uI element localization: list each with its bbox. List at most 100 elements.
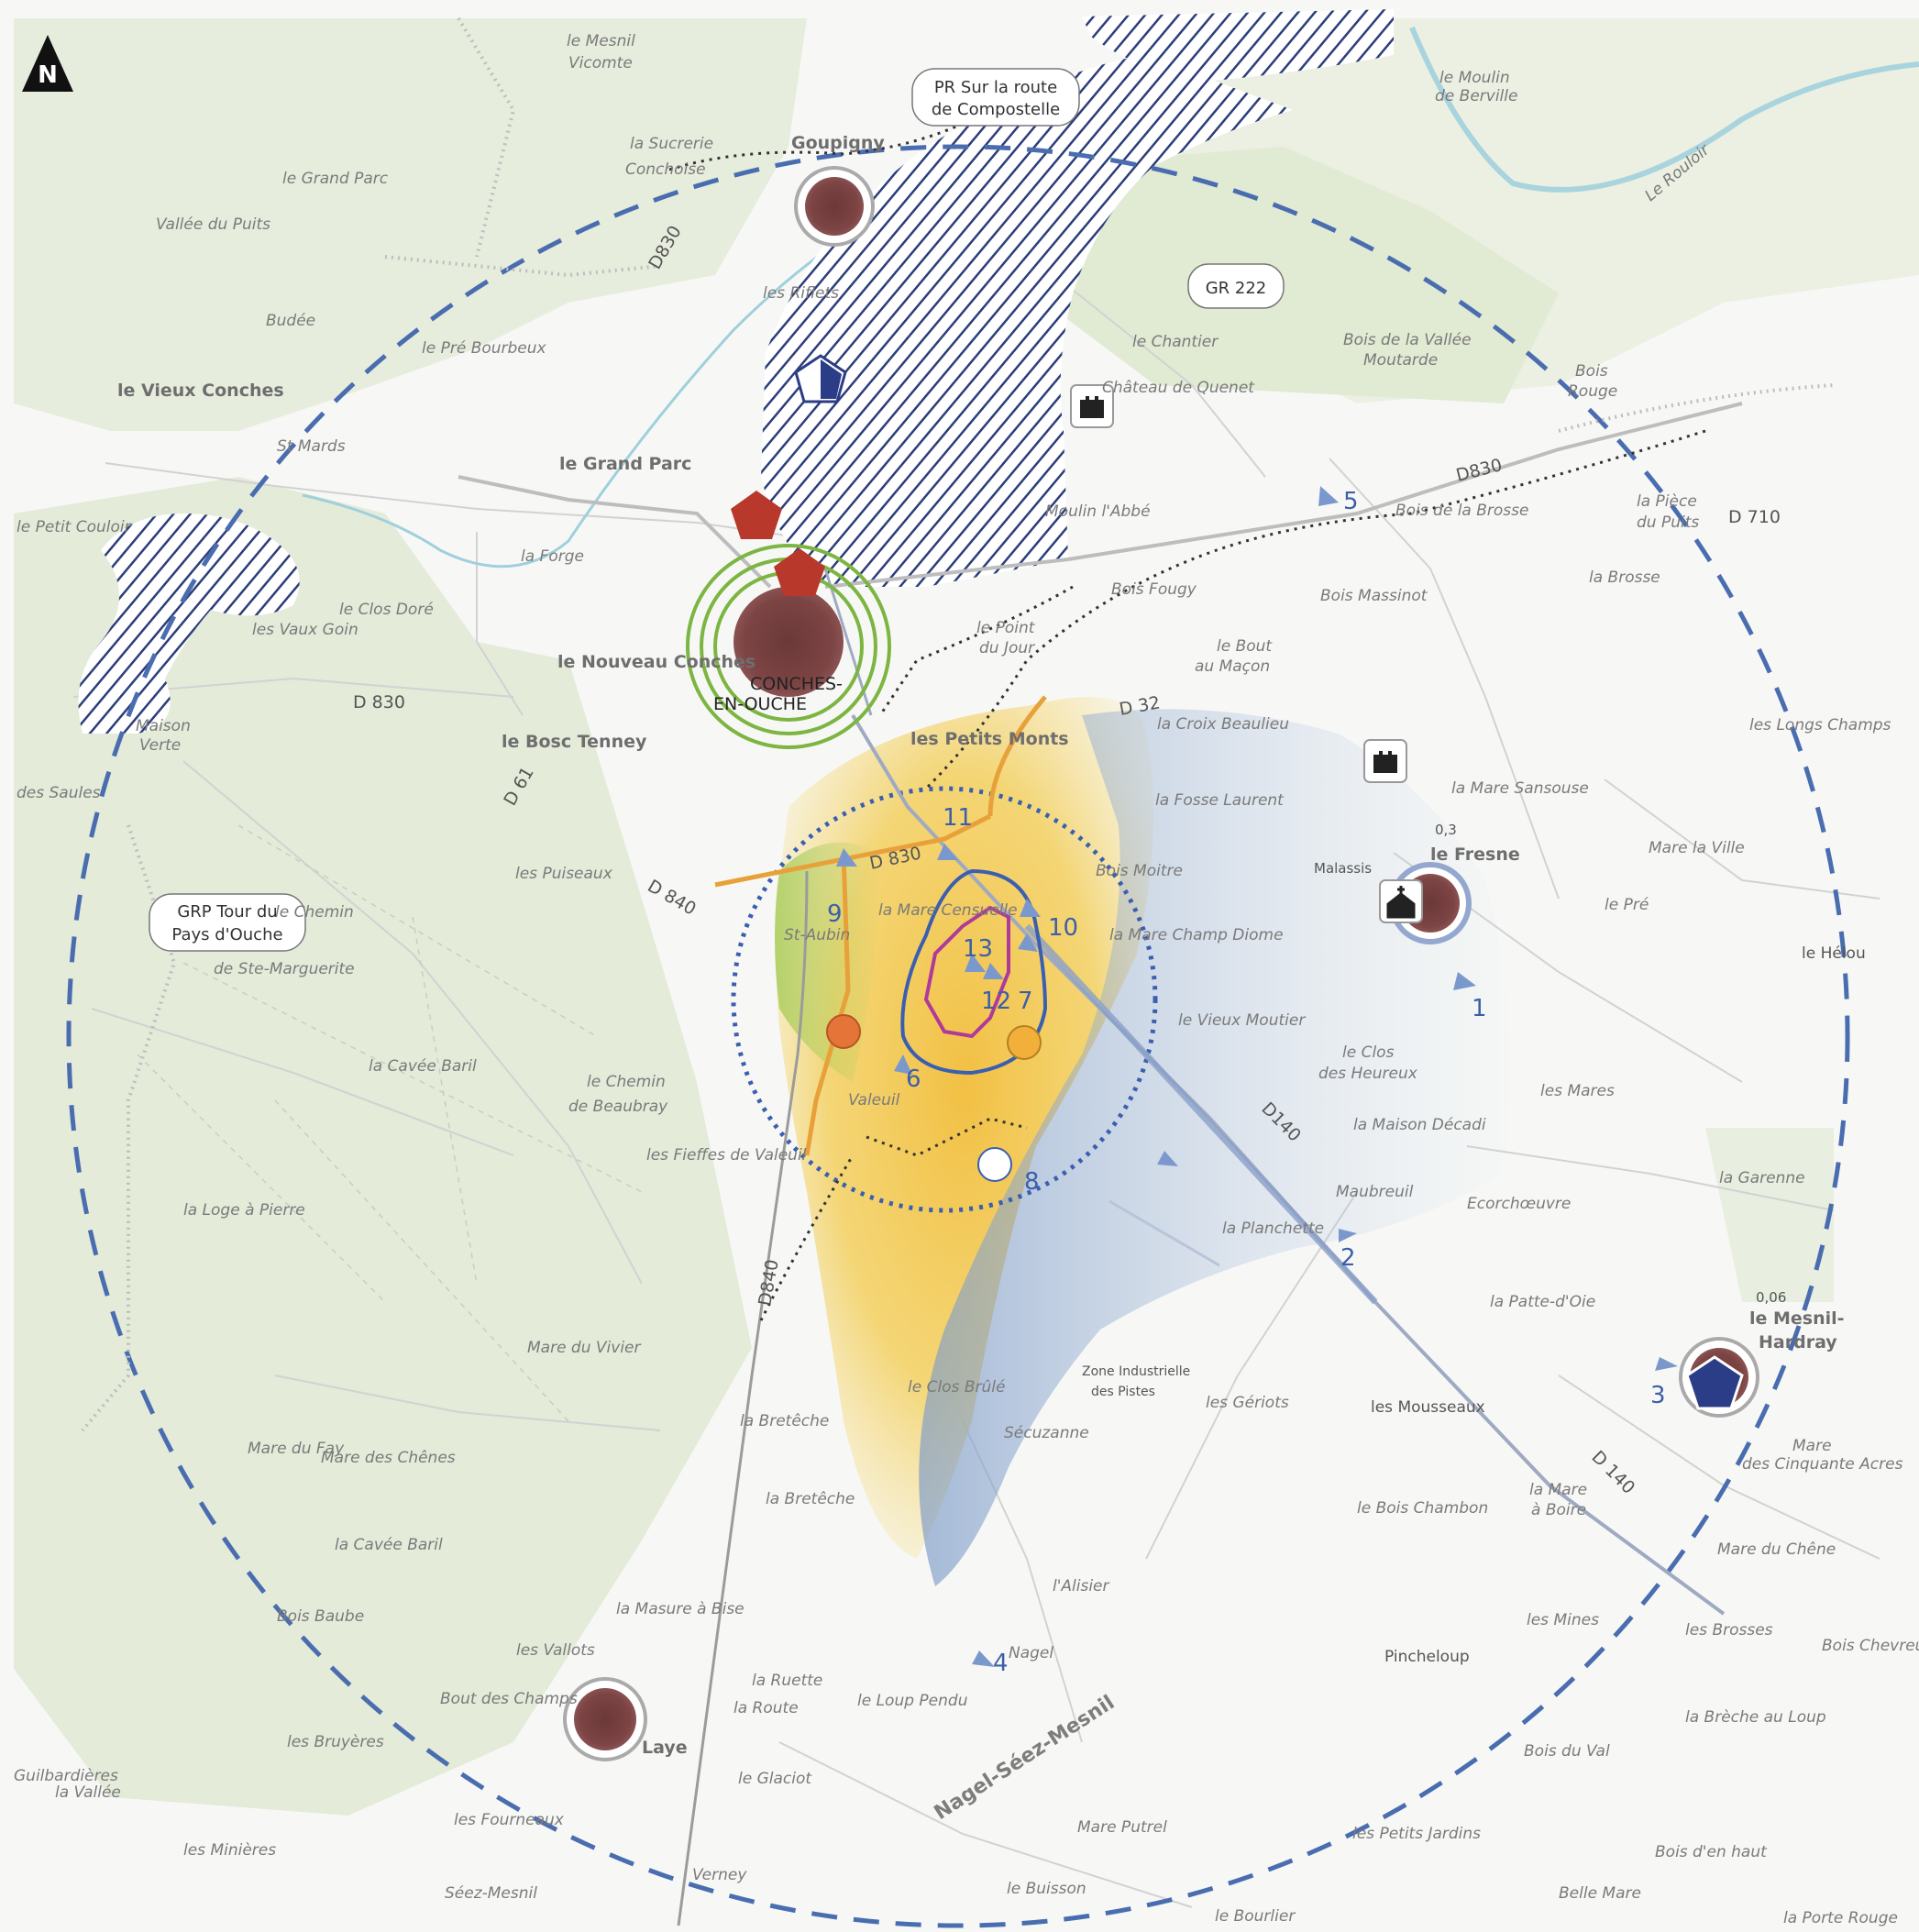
svg-text:des Heureux: des Heureux [1318,1065,1418,1083]
svg-text:le Fresne: le Fresne [1430,845,1520,865]
svg-text:du Jour: du Jour [979,639,1035,657]
svg-text:la Fosse Laurent: la Fosse Laurent [1155,791,1285,810]
forest-areas [14,18,1919,1816]
svg-text:le Clos Doré: le Clos Doré [339,601,434,619]
svg-text:Bois: Bois [1575,362,1608,381]
svg-text:le Vieux Conches: le Vieux Conches [117,381,284,401]
svg-text:la Forge: la Forge [521,547,584,566]
svg-text:le Grand Parc: le Grand Parc [282,170,389,188]
viewpoint-number: 11 [943,804,973,832]
buffer-circle-dashed [66,144,1850,1928]
svg-text:le Chemin: le Chemin [587,1073,666,1091]
svg-text:Mare: Mare [1792,1437,1832,1455]
svg-text:St-Aubin: St-Aubin [784,926,850,944]
orange-point-icon [1007,1025,1042,1060]
svg-text:de Compostelle: de Compostelle [932,100,1060,119]
svg-text:la Mare Censuelle: la Mare Censuelle [878,901,1018,920]
callout-pr: PR Sur la route de Compostelle [911,68,1080,127]
svg-text:le Moulin: le Moulin [1439,69,1510,87]
svg-text:le Loup Pendu: le Loup Pendu [857,1692,968,1710]
svg-text:du Puits: du Puits [1637,513,1699,532]
svg-text:Mare du Vivier: Mare du Vivier [527,1339,642,1357]
svg-text:N: N [38,61,58,89]
svg-text:Moulin l'Abbé: Moulin l'Abbé [1045,502,1151,521]
svg-text:la Mare Sansouse: la Mare Sansouse [1451,779,1589,798]
castle-icon [1070,384,1114,428]
svg-text:le Bout: le Bout [1217,637,1273,656]
svg-text:Bout des Champs: Bout des Champs [440,1690,578,1708]
svg-text:Malassis: Malassis [1314,860,1372,877]
svg-text:le Point: le Point [976,619,1036,637]
svg-text:les Fieffes de Valeuil: les Fieffes de Valeuil [646,1146,807,1165]
svg-text:les Petits Monts: les Petits Monts [910,729,1069,749]
svg-text:la Ruette: la Ruette [752,1672,822,1690]
svg-text:les Bruyères: les Bruyères [287,1733,384,1751]
svg-text:PR Sur la route: PR Sur la route [934,78,1057,97]
svg-text:le Pré Bourbeux: le Pré Bourbeux [422,339,547,358]
svg-text:le Chemin: le Chemin [275,903,354,922]
svg-text:Séez-Mesnil: Séez-Mesnil [445,1884,537,1903]
svg-text:Nagel: Nagel [1009,1644,1053,1662]
svg-text:Maubreuil: Maubreuil [1336,1183,1414,1201]
svg-text:Vicomte: Vicomte [568,54,633,72]
svg-text:des Cinquante Acres: des Cinquante Acres [1742,1455,1903,1474]
viewpoint-number: 4 [993,1650,1009,1677]
svg-text:les Longs Champs: les Longs Champs [1749,716,1891,734]
viewpoint-number: 3 [1650,1382,1666,1409]
svg-text:les Brosses: les Brosses [1685,1621,1773,1639]
svg-text:les Minières: les Minières [183,1841,276,1860]
svg-text:la Vallée: la Vallée [55,1783,121,1802]
dotted-trails [668,117,1706,1321]
hatched-zone-west [78,513,300,734]
svg-text:la Planchette: la Planchette [1222,1220,1324,1238]
svg-text:Verte: Verte [139,736,181,755]
castle-icon [1363,739,1407,783]
svg-text:des Saules: des Saules [17,784,101,802]
svg-text:le Mesnil: le Mesnil [567,32,635,50]
svg-text:GR 222: GR 222 [1206,279,1267,298]
svg-text:des Pistes: des Pistes [1091,1385,1155,1399]
svg-text:les Gériots: les Gériots [1206,1394,1289,1412]
viewpoint-number: 8 [1024,1168,1040,1196]
svg-text:la Brosse: la Brosse [1589,569,1660,587]
svg-text:la Cavée Baril: la Cavée Baril [335,1536,443,1554]
svg-text:Mare du Chêne: Mare du Chêne [1717,1540,1836,1559]
svg-text:au Maçon: au Maçon [1195,657,1270,676]
svg-text:Hardray: Hardray [1759,1332,1837,1352]
svg-text:la Porte Rouge: la Porte Rouge [1783,1909,1898,1927]
callout-gr222: GR 222 [1187,263,1285,309]
svg-text:les Vaux Goin: les Vaux Goin [252,621,358,639]
svg-text:le Bois Chambon: le Bois Chambon [1357,1499,1488,1518]
north-arrow-icon: N [22,35,73,92]
monument-pentagon-icon [1685,1355,1744,1410]
svg-text:Mare des Chênes: Mare des Chênes [321,1449,456,1467]
svg-text:Conchoise: Conchoise [625,160,706,179]
svg-text:de Beaubray: de Beaubray [568,1098,668,1116]
place-labels: Goupigny CONCHES- EN-OUCHE le Fresne le … [14,32,1919,1927]
svg-text:Laye: Laye [642,1738,688,1758]
viewpoint-number: 5 [1343,488,1359,515]
svg-text:le Bourlier: le Bourlier [1215,1907,1296,1926]
svg-text:Budée: Budée [266,312,315,330]
viewpoint-number: 9 [827,900,843,928]
svg-text:Verney: Verney [692,1866,747,1884]
svg-text:le Clos: le Clos [1342,1043,1395,1062]
hatched-zone-northeast [1082,9,1394,83]
svg-text:le Nouveau Conches: le Nouveau Conches [557,652,755,672]
svg-text:EN-OUCHE: EN-OUCHE [713,694,807,714]
svg-text:Bois Moitre: Bois Moitre [1096,862,1183,880]
svg-text:la Sucrerie: la Sucrerie [630,135,713,153]
site-outline-blue [900,868,1048,1076]
monument-pentagon-icon [731,491,782,539]
svg-text:Ecorchœuvre: Ecorchœuvre [1467,1195,1571,1213]
svg-text:Bois d'en haut: Bois d'en haut [1655,1843,1768,1861]
viewpoint-marker-icon [977,1147,1012,1182]
svg-text:le Grand Parc: le Grand Parc [559,454,691,474]
svg-text:Vallée du Puits: Vallée du Puits [156,215,270,234]
forest-tracks [137,824,643,1422]
svg-text:Belle Mare: Belle Mare [1559,1884,1641,1903]
svg-text:Bois du Val: Bois du Val [1524,1742,1610,1761]
river [1409,26,1919,193]
svg-text:Bois Fougy: Bois Fougy [1111,580,1197,599]
viewpoint-numbers: 1 2 3 4 5 6 7 8 9 10 11 12 13 [827,488,1666,1677]
